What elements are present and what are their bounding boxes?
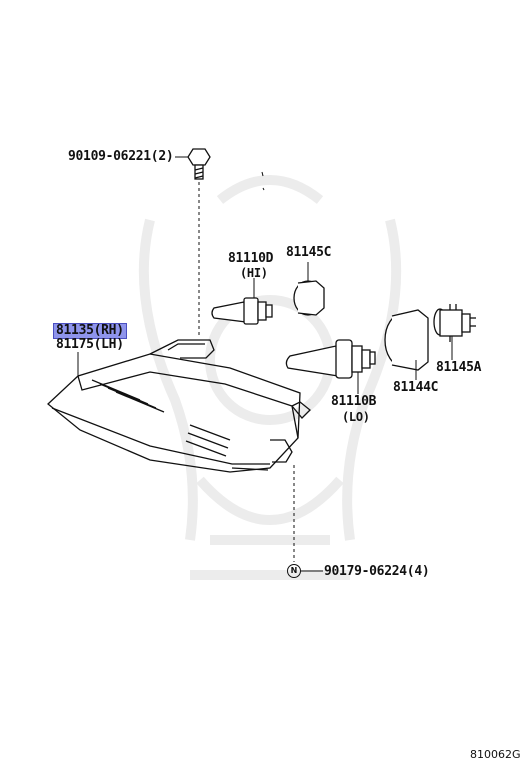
cap-44c-part bbox=[384, 309, 429, 371]
cap-c-part-number[interactable]: 81145C bbox=[286, 245, 332, 260]
socket-part-number[interactable]: 81145A bbox=[436, 360, 482, 375]
bulb-hi-note: (HI) bbox=[240, 266, 268, 280]
nut-circle-n-badge: N bbox=[287, 564, 301, 578]
socket-part bbox=[433, 304, 476, 342]
bolt-part bbox=[187, 148, 211, 180]
headlamp-rh-part-number[interactable]: 81135(RH) bbox=[53, 323, 127, 339]
nut-part-number[interactable]: 90179-06224(4) bbox=[324, 564, 430, 579]
watermark-emblem bbox=[138, 175, 402, 580]
cap-44c-part-number[interactable]: 81144C bbox=[393, 380, 439, 395]
bulb-hi-part-number[interactable]: 81110D bbox=[228, 251, 274, 266]
bulb-lo-part bbox=[285, 339, 376, 379]
bolt-part-number[interactable]: 90109-06221(2) bbox=[68, 149, 174, 164]
bulb-lo-note: (LO) bbox=[342, 410, 370, 424]
cap-c-part bbox=[293, 280, 325, 316]
bulb-hi-part bbox=[211, 297, 273, 325]
bulb-lo-part-number[interactable]: 81110B bbox=[331, 394, 377, 409]
headlamp-housing bbox=[47, 339, 311, 473]
headlamp-lh-part-number[interactable]: 81175(LH) bbox=[56, 337, 124, 352]
diagram-code: 810062G bbox=[470, 748, 521, 761]
